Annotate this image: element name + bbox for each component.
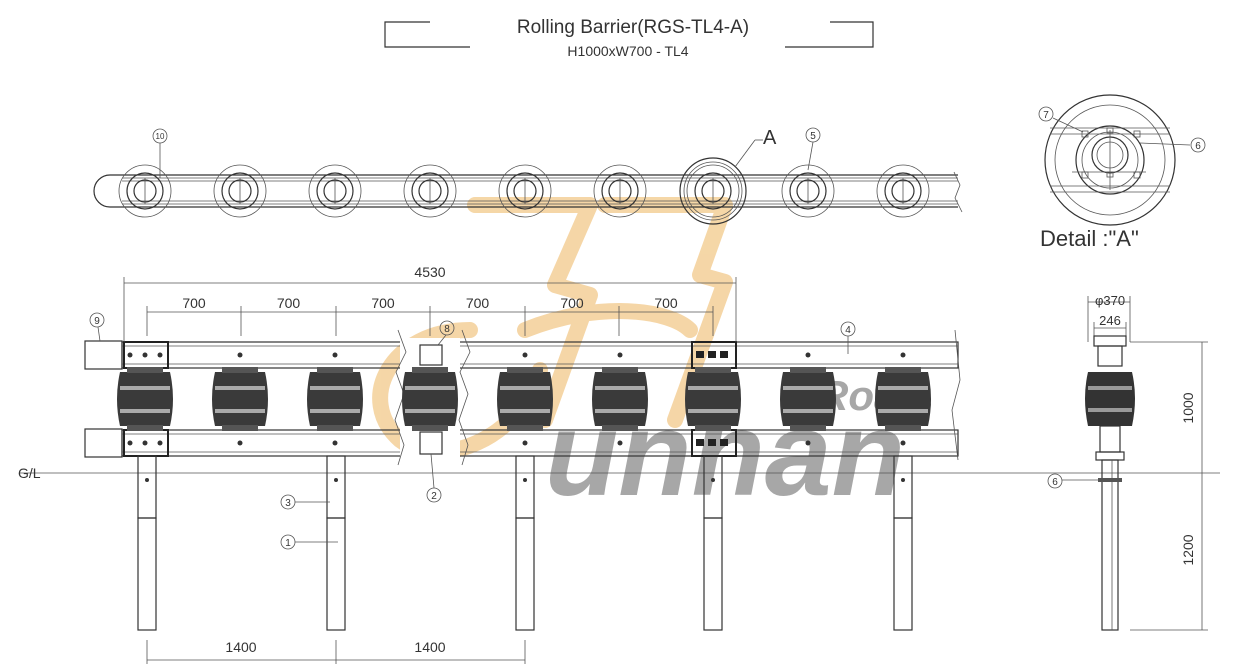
side-view: φ370 246 6 1000 1200 [1047,293,1208,631]
roller [212,367,268,431]
rail-bolt [237,440,243,446]
plan-roller [781,164,835,218]
detail-a: 7 6 Detail :"A" [1038,94,1206,251]
callout-9: 9 [89,312,105,342]
plan-roller [498,164,552,218]
roller [307,367,363,431]
rail-bolt [900,352,906,358]
rail-bolt [142,440,148,446]
rail-bolt [805,440,811,446]
rail-bolt [522,440,528,446]
rail-bolt [157,440,163,446]
splice-bolt [708,439,716,446]
drawing-title: Rolling Barrier(RGS-TL4-A) [517,17,749,38]
callout-5: 5 [805,127,821,171]
post [703,455,723,631]
rail-bolt [805,352,811,358]
rail-bolt [142,352,148,358]
post [326,455,346,631]
plan-roller [308,164,362,218]
rail-bolt [332,440,338,446]
dim-spacing-label: 700 [371,295,395,311]
svg-text:8: 8 [444,324,450,335]
splice-bolt [720,351,728,358]
elevation-view: G/L 9 8 [18,312,1220,631]
dim-height-below: 1200 [1180,534,1196,565]
splice-bolt [696,351,704,358]
rail-bolt [127,440,133,446]
roller [497,367,553,431]
rail-bolt [237,352,243,358]
rail-bolt [900,440,906,446]
plan-roller [118,164,172,218]
rail-bolt [127,352,133,358]
rail-bolt [617,440,623,446]
roller [402,367,458,431]
svg-text:1: 1 [285,538,291,549]
dim-post-spacing-2: 1400 [414,639,445,655]
roller [592,367,648,431]
roller [117,367,173,431]
roller [780,367,836,431]
drawing-subtitle: H1000xW700 - TL4 [567,43,688,59]
plan-view: A [93,127,963,225]
dim-spacing-label: 700 [560,295,584,311]
splice-bolt [720,439,728,446]
callout-3: 3 [280,494,330,510]
dim-side-width: 246 [1099,313,1121,328]
callout-10: 10 [152,128,168,178]
callout-letter-a: A [763,127,777,149]
dim-height-above: 1000 [1180,392,1196,423]
rail-bolt [617,352,623,358]
plan-roller [213,164,267,218]
dimension-lines: 4530 700 700 700 700 700 700 1400 1400 [123,264,737,664]
rail-bolt [332,352,338,358]
post [515,455,535,631]
dim-spacing-label: 700 [277,295,301,311]
splice-bolt [696,439,704,446]
callout-1: 1 [280,534,338,550]
callout-2: 2 [426,453,442,503]
dim-spacing-label: 700 [182,295,206,311]
callout-6-detail: 6 [1195,141,1201,152]
svg-text:2: 2 [431,491,437,502]
svg-text:3: 3 [285,498,291,509]
plan-roller [686,164,740,218]
callout-7: 7 [1043,110,1049,121]
svg-text:4: 4 [845,325,851,336]
title-block: Rolling Barrier(RGS-TL4-A) H1000xW700 - … [384,17,874,59]
plan-roller [593,164,647,218]
plan-roller [876,164,930,218]
splice-bolt [708,351,716,358]
dim-spacing-label: 700 [654,295,678,311]
dim-side-diameter: φ370 [1095,293,1125,308]
roller [685,367,741,431]
watermark-logo: unhan Road. [372,197,935,521]
callout-8: 8 [437,320,455,346]
svg-text:9: 9 [94,316,100,327]
svg-text:10: 10 [156,132,165,141]
dim-overall-length: 4530 [414,264,445,280]
ground-level-label: G/L [18,465,41,481]
detail-label: Detail :"A" [1040,226,1139,251]
svg-text:5: 5 [810,131,816,142]
dim-post-spacing-1: 1400 [225,639,256,655]
roller [875,367,931,431]
rail-bolt [157,352,163,358]
plan-roller [403,164,457,218]
rail-bolt [522,352,528,358]
post [137,455,157,631]
post [893,455,913,631]
callout-6: 6 [1052,477,1058,488]
dim-spacing-label: 700 [466,295,490,311]
callout-4: 4 [840,321,856,354]
